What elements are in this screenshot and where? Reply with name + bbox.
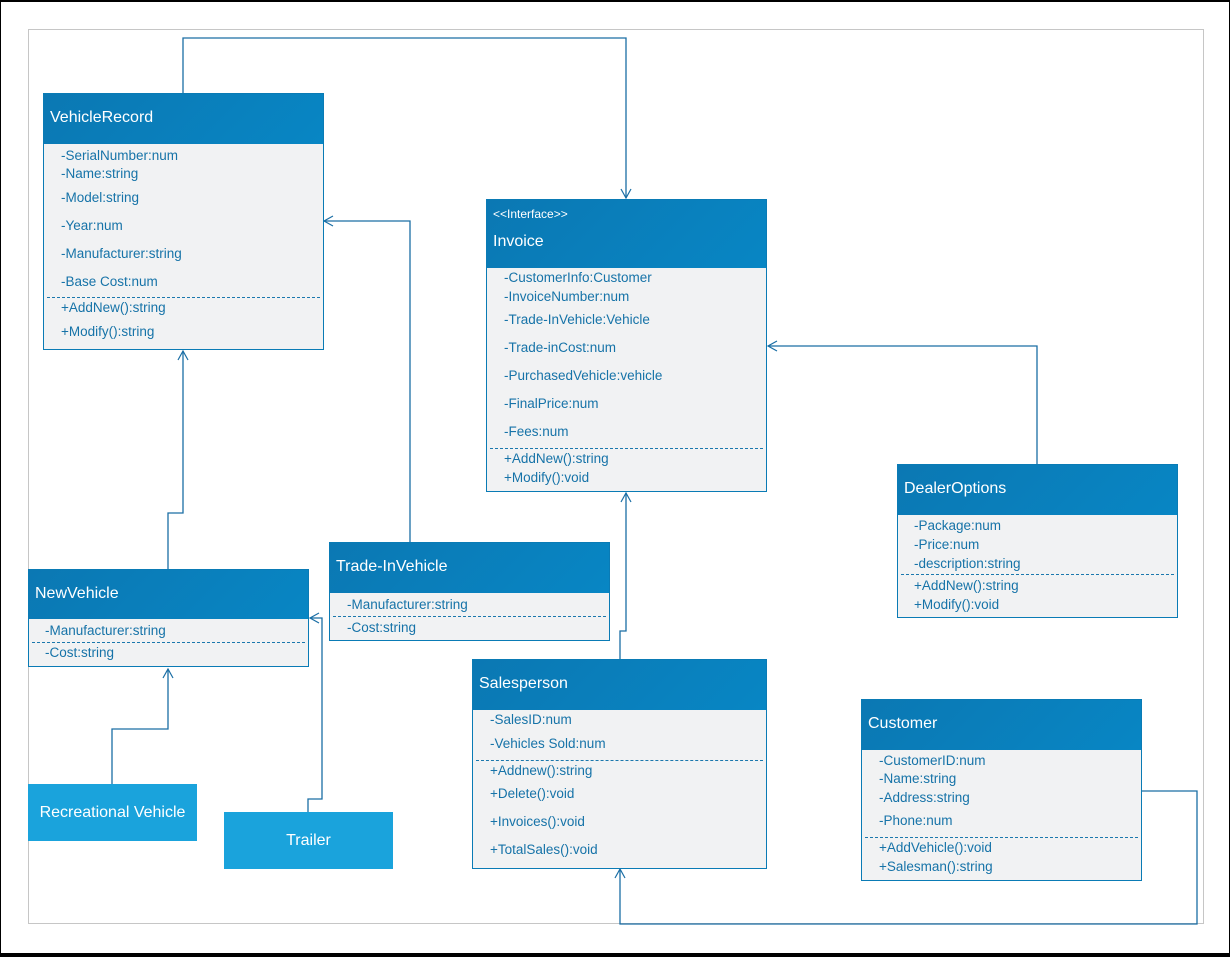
attribute: -Cost:string bbox=[45, 645, 115, 660]
attribute: -Model:string bbox=[61, 190, 140, 205]
method: +Modify():void bbox=[914, 597, 1000, 612]
connector-newvehicle-to-vehiclerecord bbox=[167, 349, 189, 570]
attribute: -Fees:num bbox=[504, 424, 569, 439]
section-divider bbox=[476, 760, 763, 761]
attribute: -FinalPrice:num bbox=[504, 396, 599, 411]
attribute: -Year:num bbox=[61, 218, 123, 233]
section-divider bbox=[32, 642, 305, 643]
connector-recreational-to-newvehicle bbox=[111, 667, 174, 784]
method: +Invoices():void bbox=[490, 814, 585, 829]
attribute: -Trade-InVehicle:Vehicle bbox=[504, 312, 650, 327]
method: +Salesman():string bbox=[879, 859, 993, 874]
class-header: NewVehicle bbox=[29, 570, 308, 619]
class-newvehicle[interactable]: NewVehicle -Manufacturer:string -Cost:st… bbox=[28, 569, 309, 667]
attribute: -Package:num bbox=[914, 518, 1002, 533]
attribute: -Address:string bbox=[879, 790, 970, 805]
method: +AddNew():string bbox=[61, 300, 166, 315]
class-header: Salesperson bbox=[473, 660, 766, 710]
attribute: -SerialNumber:num bbox=[61, 148, 179, 163]
leaf-label: Trailer bbox=[286, 831, 331, 849]
leaf-label: Recreational Vehicle bbox=[39, 803, 186, 821]
attribute: -Vehicles Sold:num bbox=[490, 736, 606, 751]
attribute: -description:string bbox=[914, 556, 1021, 571]
section-divider bbox=[901, 574, 1174, 575]
class-header: Trade-InVehicle bbox=[330, 543, 609, 593]
section-divider bbox=[333, 616, 606, 617]
attribute: -Name:string bbox=[879, 771, 957, 786]
class-name: DealerOptions bbox=[904, 480, 1007, 497]
class-dealeroptions[interactable]: DealerOptions -Package:num -Price:num -d… bbox=[897, 464, 1178, 618]
class-header: VehicleRecord bbox=[44, 94, 323, 144]
attribute: -Manufacturer:string bbox=[347, 597, 468, 612]
method: +Addnew():string bbox=[490, 763, 593, 778]
attribute: -Manufacturer:string bbox=[45, 623, 166, 638]
connector-tradein-to-vehiclerecord bbox=[322, 215, 411, 542]
method: +AddVehicle():void bbox=[879, 840, 992, 855]
class-vehiclerecord[interactable]: VehicleRecord -SerialNumber:num -Name:st… bbox=[43, 93, 324, 350]
attribute: -Manufacturer:string bbox=[61, 246, 182, 261]
class-invoice[interactable]: <<Interface>> Invoice -CustomerInfo:Cust… bbox=[486, 199, 767, 492]
class-trailer[interactable]: Trailer bbox=[224, 812, 393, 869]
class-name: Trade-InVehicle bbox=[336, 558, 448, 575]
connector-salesperson-to-invoice bbox=[619, 491, 632, 659]
class-name: Salesperson bbox=[479, 675, 568, 692]
class-tradeinvehicle[interactable]: Trade-InVehicle -Manufacturer:string -Co… bbox=[329, 542, 610, 641]
class-header: Customer bbox=[862, 700, 1141, 750]
class-name: Invoice bbox=[493, 233, 544, 250]
attribute: -PurchasedVehicle:vehicle bbox=[504, 368, 663, 383]
connector-customer-to-salesperson bbox=[614, 790, 1198, 925]
attribute: -SalesID:num bbox=[490, 712, 572, 727]
attribute: -Price:num bbox=[914, 537, 980, 552]
connector-trailer-to-newvehicle bbox=[307, 612, 323, 812]
class-name: NewVehicle bbox=[35, 585, 119, 602]
attribute: -Trade-inCost:num bbox=[504, 340, 617, 355]
attribute: -InvoiceNumber:num bbox=[504, 289, 630, 304]
class-recreational-vehicle[interactable]: Recreational Vehicle bbox=[28, 784, 197, 841]
class-stereotype: <<Interface>> bbox=[493, 207, 568, 221]
class-name: VehicleRecord bbox=[50, 109, 154, 126]
attribute: -Cost:string bbox=[347, 620, 417, 635]
connector-vehiclerecord-to-invoice bbox=[182, 37, 632, 200]
attribute: -Base Cost:num bbox=[61, 274, 158, 289]
class-salesperson[interactable]: Salesperson -SalesID:num -Vehicles Sold:… bbox=[472, 659, 767, 869]
method: +Delete():void bbox=[490, 786, 575, 801]
method: +AddNew():string bbox=[504, 451, 609, 466]
class-header: DealerOptions bbox=[898, 465, 1177, 515]
diagram-canvas bbox=[28, 29, 1204, 924]
section-divider bbox=[865, 837, 1138, 838]
attribute: -Phone:num bbox=[879, 813, 953, 828]
attribute: -CustomerID:num bbox=[879, 753, 986, 768]
section-divider bbox=[490, 448, 763, 449]
method: +Modify():void bbox=[504, 470, 590, 485]
method: +Modify():string bbox=[61, 324, 155, 339]
attribute: -CustomerInfo:Customer bbox=[504, 270, 652, 285]
attribute: -Name:string bbox=[61, 166, 139, 181]
method: +AddNew():string bbox=[914, 578, 1019, 593]
class-header: <<Interface>> Invoice bbox=[487, 200, 766, 268]
class-name: Customer bbox=[868, 715, 938, 732]
class-customer[interactable]: Customer -CustomerID:num -Name:string -A… bbox=[861, 699, 1142, 881]
section-divider bbox=[47, 297, 320, 298]
connector-dealeroptions-to-invoice bbox=[766, 340, 1038, 464]
method: +TotalSales():void bbox=[490, 842, 598, 857]
